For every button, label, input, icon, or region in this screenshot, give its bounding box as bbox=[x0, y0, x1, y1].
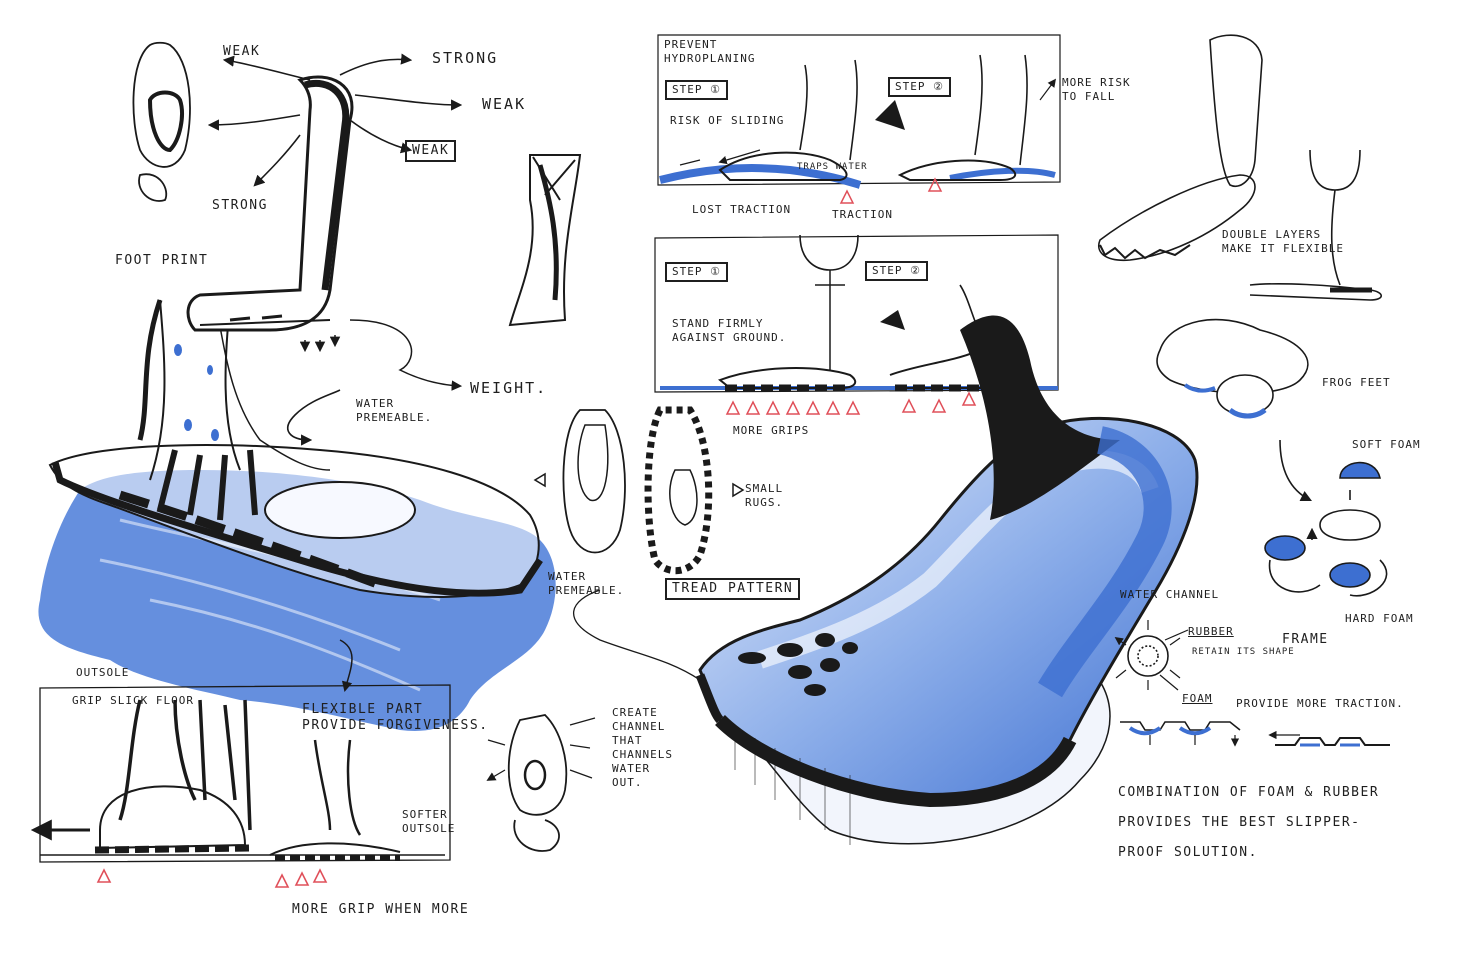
label-double-layers: DOUBLE LAYERS MAKE IT FLEXIBLE bbox=[1222, 228, 1344, 255]
foam-pod-sketch bbox=[1264, 439, 1388, 597]
side-strap-sketch bbox=[508, 154, 582, 327]
label-water-channel: WATER CHANNEL bbox=[1120, 588, 1220, 601]
label-grip-slick-floor: GRIP SLICK FLOOR bbox=[72, 694, 194, 707]
label-water-permeable-1: WATER PREMEABLE. bbox=[356, 397, 433, 424]
frog-feet-sketch bbox=[1156, 318, 1309, 419]
label-lost-traction: LOST TRACTION bbox=[692, 203, 792, 216]
footprint-sketch bbox=[132, 41, 191, 202]
label-more-risk-to-fall: MORE RISK TO FALL bbox=[1062, 76, 1131, 103]
label-outsole: OUTSOLE bbox=[76, 666, 130, 679]
label-weight: WEIGHT. bbox=[470, 379, 548, 397]
label-provide-more-traction: PROVIDE MORE TRACTION. bbox=[1236, 697, 1404, 710]
label-prevent-hydroplaning: PREVENT HYDROPLANING bbox=[664, 38, 756, 65]
connector-arrow bbox=[339, 639, 353, 693]
label-risk-of-sliding: RISK OF SLIDING bbox=[670, 114, 785, 127]
label-foot-print: FOOT PRINT bbox=[115, 253, 209, 268]
red-warning-triangles-left bbox=[96, 868, 328, 888]
label-strong-left: STRONG bbox=[212, 198, 268, 213]
label-more-grips: MORE GRIPS bbox=[733, 424, 810, 437]
foam-rubber-profile bbox=[1120, 721, 1390, 745]
double-layer-sketch bbox=[1098, 34, 1383, 301]
label-stand-firmly: STAND FIRMLY AGAINST GROUND. bbox=[672, 317, 787, 344]
label-weak-boxed: WEAK bbox=[405, 140, 457, 162]
label-frame: FRAME bbox=[1282, 632, 1329, 647]
label-create-channel: CREATE CHANNEL THAT CHANNELS WATER OUT. bbox=[612, 706, 673, 789]
red-warning-triangles-top bbox=[725, 177, 977, 415]
label-combination: COMBINATION OF FOAM & RUBBER PROVIDES TH… bbox=[1118, 785, 1380, 860]
label-step1-bottom: STEP ① bbox=[665, 262, 728, 282]
label-foam: FOAM bbox=[1182, 692, 1213, 705]
left-slipper-sketch bbox=[48, 299, 543, 598]
label-step1-top: STEP ① bbox=[665, 80, 728, 100]
label-traction: TRACTION bbox=[832, 208, 893, 221]
hydroplaning-panel-1 bbox=[657, 34, 1061, 189]
strength-arrows bbox=[207, 53, 463, 446]
label-hard-foam: HARD FOAM bbox=[1345, 612, 1414, 625]
label-weak-top: WEAK bbox=[223, 44, 261, 59]
label-flexible-part: FLEXIBLE PART PROVIDE FORGIVENESS. bbox=[302, 702, 489, 733]
main-slipper-render bbox=[695, 315, 1199, 845]
tread-pattern-sketches bbox=[533, 406, 745, 575]
label-step2-bottom: STEP ② bbox=[865, 261, 928, 281]
label-water-permeable-2: WATER PREMEABLE. bbox=[548, 570, 625, 597]
grip-panel bbox=[30, 684, 451, 863]
label-rubber: RUBBER bbox=[1188, 625, 1234, 638]
label-small-rugs: SMALL RUGS. bbox=[745, 482, 784, 509]
label-traps-water: TRAPS WATER bbox=[797, 162, 868, 172]
channel-sketch bbox=[488, 714, 596, 852]
label-weak-right: WEAK bbox=[482, 95, 527, 113]
label-frog-feet: FROG FEET bbox=[1322, 376, 1391, 389]
label-tread-pattern: TREAD PATTERN bbox=[665, 578, 801, 600]
label-soft-foam: SOFT FOAM bbox=[1352, 438, 1421, 451]
label-strong-top: STRONG bbox=[432, 49, 499, 67]
connector-arrow-2 bbox=[573, 589, 701, 681]
label-softer-outsole: SOFTER OUTSOLE bbox=[402, 808, 456, 835]
label-more-grip-when-more: MORE GRIP WHEN MORE bbox=[292, 902, 470, 917]
label-retain-shape: RETAIN ITS SHAPE bbox=[1192, 647, 1295, 657]
rubber-foam-diagram bbox=[1116, 620, 1189, 691]
strap-sketch bbox=[186, 75, 354, 332]
weight-arrows bbox=[299, 319, 463, 391]
water-drops bbox=[174, 344, 219, 441]
label-step2-top: STEP ② bbox=[888, 77, 951, 97]
